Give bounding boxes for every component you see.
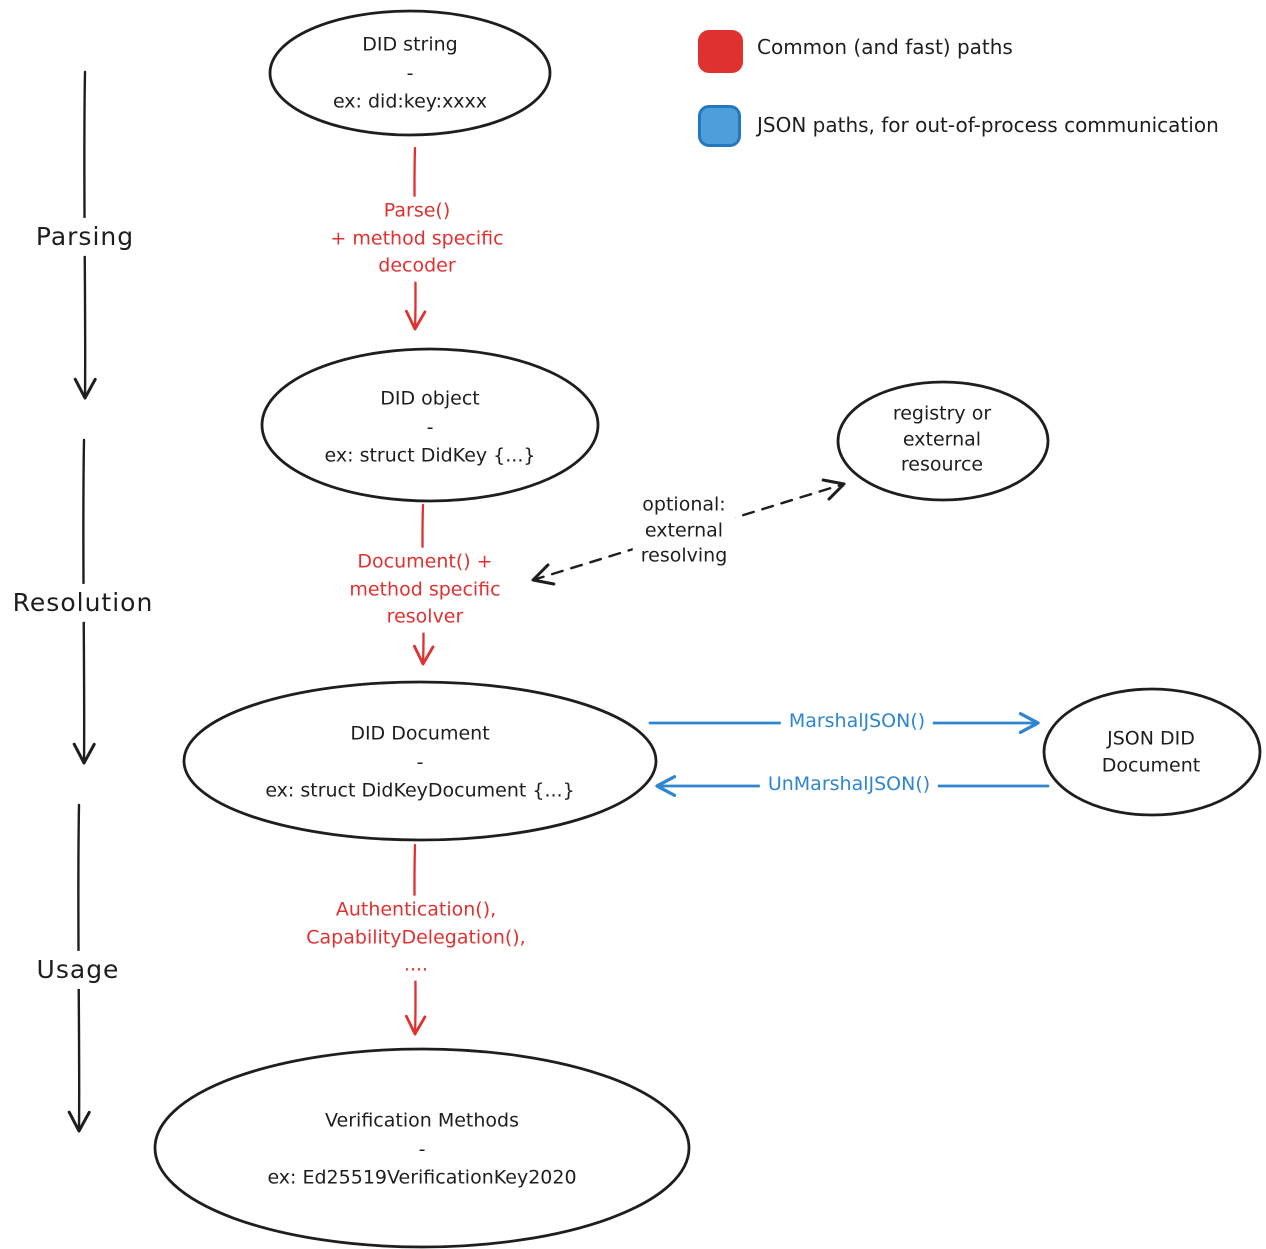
legend-red-swatch (698, 30, 743, 73)
usage-stage-arrow (67, 803, 91, 1133)
registry-ellipse (836, 380, 1050, 502)
resolve-arrow (412, 503, 435, 666)
json-did-document-ellipse (1042, 687, 1262, 817)
did-string-ellipse (268, 9, 552, 137)
did-object-ellipse (260, 347, 600, 503)
optional-resolving-arrow (531, 478, 846, 586)
legend-red-label: Common (and fast) paths (757, 35, 1013, 59)
parsing-stage-arrow (73, 70, 97, 400)
did-document-ellipse (182, 680, 658, 842)
legend-blue-swatch (698, 105, 741, 147)
resolution-stage-arrow (72, 438, 96, 765)
verification-methods-ellipse (153, 1047, 691, 1249)
usage-arrow (404, 843, 427, 1036)
parse-arrow (404, 146, 427, 331)
legend-blue-label: JSON paths, for out-of-process communica… (757, 113, 1219, 137)
